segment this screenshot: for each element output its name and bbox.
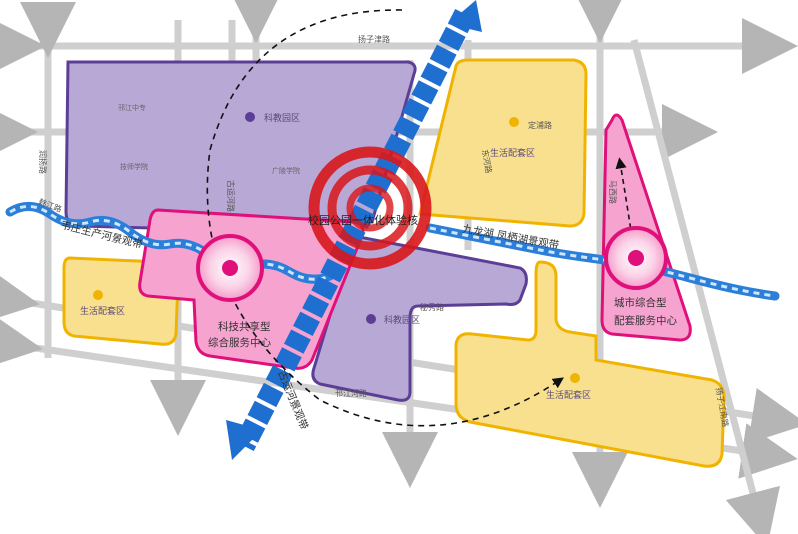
zone-label-edu-south: 科教园区	[384, 314, 420, 326]
life-se-dot	[570, 373, 580, 383]
zone-label-edu-north: 科教园区	[264, 112, 300, 124]
road-label-east-vertical: 马西路	[608, 180, 618, 204]
road-label-middle: 定浦路	[528, 120, 552, 130]
edu-north-dot	[245, 112, 255, 122]
city-center-label-2: 配套服务中心	[614, 314, 677, 327]
zone-label-life-ne: 生活配套区	[490, 147, 535, 159]
life-w-dot	[93, 290, 103, 300]
school-label-3: 广陵学院	[272, 166, 300, 175]
city-center-node	[604, 226, 668, 290]
road-label-south: 邗江河路	[335, 388, 367, 398]
life-zone-se	[454, 260, 726, 468]
life-ne-dot	[509, 117, 519, 127]
road-label-left-small: 古运河路	[226, 180, 236, 212]
sci-center-label-2: 综合服务中心	[208, 336, 271, 349]
road-label-north: 扬子津路	[358, 34, 390, 44]
canal-arrow-south	[226, 420, 262, 460]
edu-zone-south	[311, 234, 528, 402]
core-label: 校园公园一体化体验核	[308, 213, 418, 227]
zone-label-life-se: 生活配套区	[546, 389, 591, 401]
experience-core	[308, 146, 432, 270]
life-zone-ne	[418, 58, 588, 228]
road-label-central: 东河路	[480, 149, 494, 174]
city-center-label-1: 城市综合型	[614, 296, 667, 309]
sci-center-label-1: 科技共享型	[218, 320, 271, 333]
sci-center-node	[196, 234, 264, 302]
canal-arrow-north	[448, 0, 482, 32]
zone-label-life-w: 生活配套区	[80, 305, 125, 317]
school-label-2: 技师学院	[120, 162, 148, 171]
edu-south-dot	[366, 314, 376, 324]
school-label-1: 邗江中专	[118, 103, 146, 112]
canal-corridor	[226, 0, 482, 460]
road-label-south-mid: 秘秀路	[420, 302, 444, 312]
road-label-west-vertical: 润扬路	[38, 150, 48, 174]
